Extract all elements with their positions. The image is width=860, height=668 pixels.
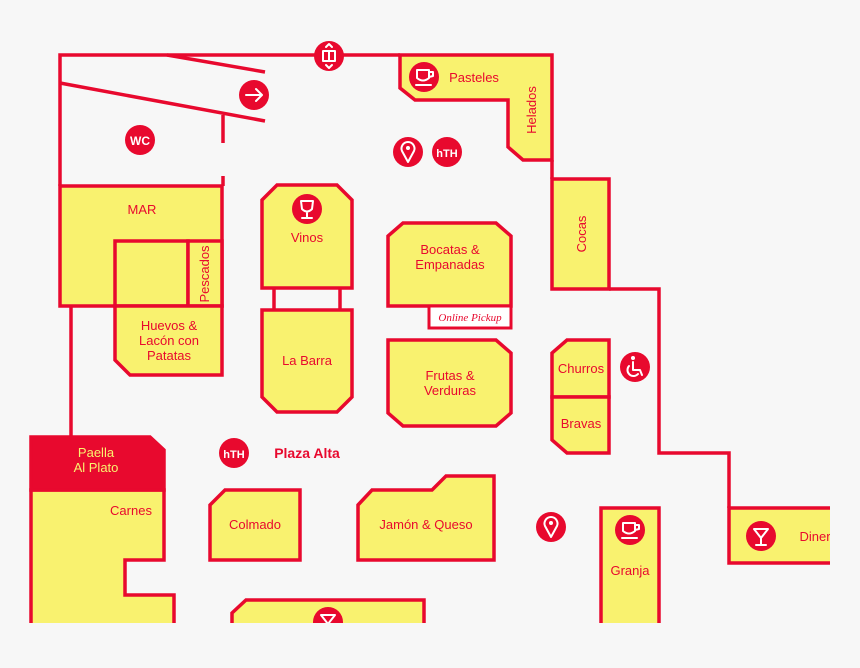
location-pin-icon[interactable] <box>393 137 423 167</box>
stall-bravas[interactable]: Bravas <box>550 395 611 455</box>
stall-label: Granja <box>610 563 650 578</box>
area-name-plaza-alta: Plaza Alta <box>274 445 340 461</box>
hth-logo-icon[interactable]: hTH <box>432 137 462 167</box>
hth-label: hTH <box>223 449 244 461</box>
stall-label: Bocatas & <box>420 242 480 257</box>
stall-bottom-bar[interactable] <box>230 598 426 640</box>
stall-label: Patatas <box>147 348 192 363</box>
cocktail-icon <box>746 521 776 551</box>
stall-label: Diner <box>799 529 831 544</box>
stall-label: Frutas & <box>425 368 474 383</box>
stall-label: Huevos & <box>141 318 198 333</box>
wc-label: WC <box>130 134 150 148</box>
stall-pescados[interactable]: Pescados <box>186 239 224 308</box>
stall-frutas[interactable]: Frutas & Verduras <box>386 338 513 428</box>
stall-label: Churros <box>558 361 605 376</box>
wine-glass-icon <box>292 194 322 224</box>
stall-churros[interactable]: Churros <box>550 338 611 399</box>
stall-bocatas[interactable]: Bocatas & Empanadas <box>386 221 513 308</box>
coffee-cup-icon <box>409 62 439 92</box>
stall-label: Bravas <box>561 416 602 431</box>
wc-icon[interactable]: WC <box>125 125 155 155</box>
stall-la-barra[interactable]: La Barra <box>260 308 354 414</box>
coffee-cup-icon <box>615 515 645 545</box>
stall-label: Vinos <box>291 230 324 245</box>
stall-label: Paella <box>78 445 115 460</box>
stall-carnes[interactable]: Carnes <box>29 488 176 640</box>
exit-arrow-icon[interactable] <box>239 80 269 110</box>
stall-cocas[interactable]: Cocas <box>550 177 611 291</box>
cocktail-icon <box>313 607 343 623</box>
stall-label: Empanadas <box>415 257 485 272</box>
stall-huevos[interactable]: Huevos & Lacón con Patatas <box>113 304 224 377</box>
stall-label: Jamón & Queso <box>379 517 472 532</box>
stall-jamon-queso[interactable]: Jamón & Queso <box>356 474 496 562</box>
stall-label-pasteles: Pasteles <box>449 70 499 85</box>
stall-label: Pescados <box>197 245 212 303</box>
stall-label: Carnes <box>110 503 152 518</box>
stall-inner-block[interactable] <box>113 239 190 308</box>
stall-label-helados: Helados <box>524 86 539 134</box>
stall-label: Al Plato <box>74 460 119 475</box>
hth-label: hTH <box>436 148 457 160</box>
stall-label: MAR <box>128 202 157 217</box>
stall-diner[interactable]: Diner <box>727 506 849 565</box>
stall-vinos[interactable]: Vinos <box>260 183 354 290</box>
stall-paella[interactable]: Paella Al Plato <box>29 435 166 492</box>
stall-label: La Barra <box>282 353 333 368</box>
online-pickup[interactable]: Online Pickup <box>427 304 513 330</box>
stall-pasteles-helados[interactable]: Pasteles Helados <box>398 53 554 162</box>
location-pin-icon[interactable] <box>536 512 566 542</box>
elevator-icon[interactable] <box>314 41 344 71</box>
wheelchair-accessible-icon[interactable] <box>620 352 650 382</box>
stall-label: Lacón con <box>139 333 199 348</box>
online-pickup-label: Online Pickup <box>438 312 502 324</box>
stall-granja[interactable]: Granja <box>599 506 661 640</box>
walls <box>58 53 731 508</box>
stall-label: Colmado <box>229 517 281 532</box>
stall-label: Cocas <box>574 215 589 252</box>
hth-logo-icon[interactable]: hTH <box>219 438 249 468</box>
stall-colmado[interactable]: Colmado <box>208 488 302 562</box>
stall-label: Verduras <box>424 383 477 398</box>
